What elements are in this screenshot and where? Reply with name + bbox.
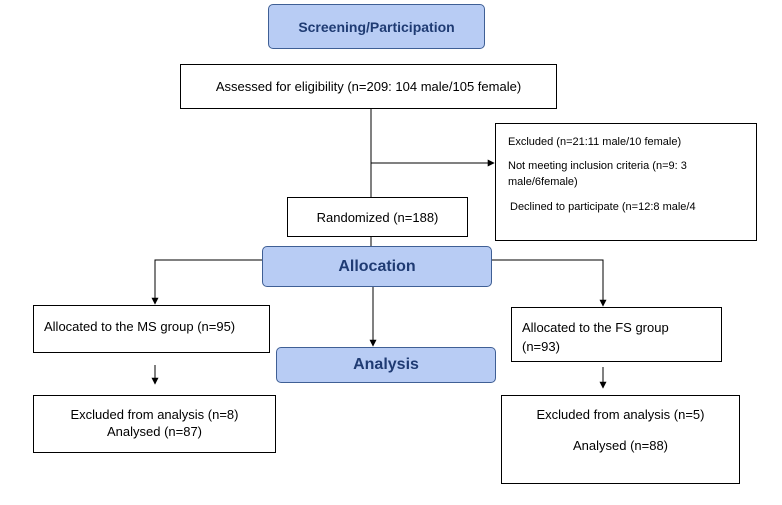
excluded-total-label: Excluded (n=21:11 male/10 female)	[508, 136, 682, 148]
header-allocation-label: Allocation	[338, 257, 416, 275]
declined-label: Declined to participate (n=12:8 male/4	[510, 201, 696, 213]
header-analysis-label: Analysis	[353, 356, 419, 373]
ms-group-analysis-box: Excluded from analysis (n=8) Analysed (n…	[33, 395, 276, 453]
fs-group-analysis-box: Excluded from analysis (n=5) Analysed (n…	[501, 395, 740, 484]
randomized-label: Randomized (n=188)	[316, 209, 439, 225]
fs-excluded-from-analysis-label: Excluded from analysis (n=5)	[536, 407, 705, 422]
fs-group-allocated-box: Allocated to the FS group (n=93)	[511, 307, 722, 362]
ms-group-allocated-label: Allocated to the MS group (n=95)	[44, 319, 236, 334]
not-meeting-criteria-label-cont: male/6female)	[508, 176, 578, 188]
header-screening-participation: Screening/Participation	[268, 4, 485, 49]
excluded-box: Excluded (n=21:11 male/10 female) Not me…	[495, 123, 757, 241]
assessed-eligibility-box: Assessed for eligibility (n=209: 104 mal…	[180, 64, 557, 109]
assessed-eligibility-label: Assessed for eligibility (n=209: 104 mal…	[215, 79, 522, 94]
header-analysis: Analysis	[276, 347, 496, 383]
arrow-to-fs-group	[492, 259, 607, 307]
not-meeting-criteria-label: Not meeting inclusion criteria (n=9: 3	[508, 160, 687, 172]
randomized-box: Randomized (n=188)	[287, 197, 468, 237]
fs-analysed-label: Analysed (n=88)	[572, 438, 669, 453]
ms-group-allocated-box: Allocated to the MS group (n=95)	[33, 305, 270, 353]
ms-analysed-label: Analysed (n=87)	[106, 424, 203, 439]
fs-group-allocated-count: (n=93)	[522, 339, 560, 354]
fs-group-allocated-label: Allocated to the FS group	[522, 320, 669, 335]
arrow-to-ms-group	[151, 259, 262, 305]
header-screening-label: Screening/Participation	[298, 18, 455, 35]
header-allocation: Allocation	[262, 246, 492, 287]
ms-excluded-from-analysis-label: Excluded from analysis (n=8)	[70, 407, 239, 422]
